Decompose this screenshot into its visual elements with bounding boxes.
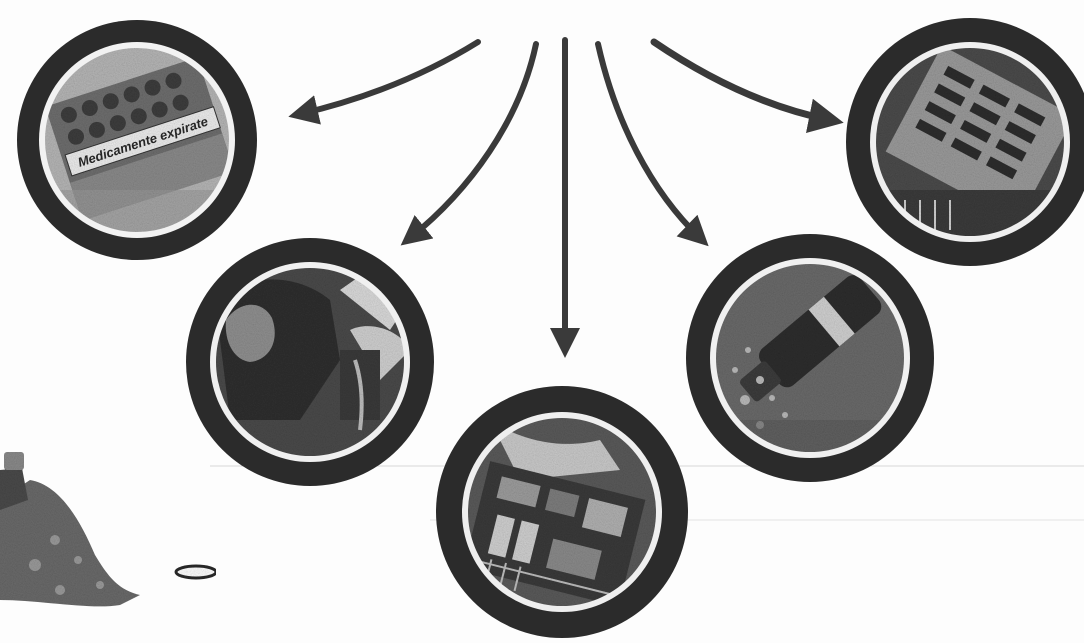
photo-hand-pouring — [186, 238, 434, 486]
arrow-to-blister — [300, 42, 478, 114]
photo-circuit-board-right — [846, 18, 1084, 266]
arrow-to-circuit — [654, 42, 830, 120]
photo-circuit-board-center — [436, 386, 688, 638]
arrow-to-bottle — [598, 44, 700, 238]
bottle-neck — [4, 452, 24, 470]
bottle-cap — [176, 566, 216, 578]
photo-blister-pack: Medicamente expirate — [17, 20, 257, 260]
arrow-to-hand — [410, 44, 536, 238]
partial-bottle-spill — [0, 452, 216, 606]
photo-bottle-spill — [686, 234, 934, 482]
